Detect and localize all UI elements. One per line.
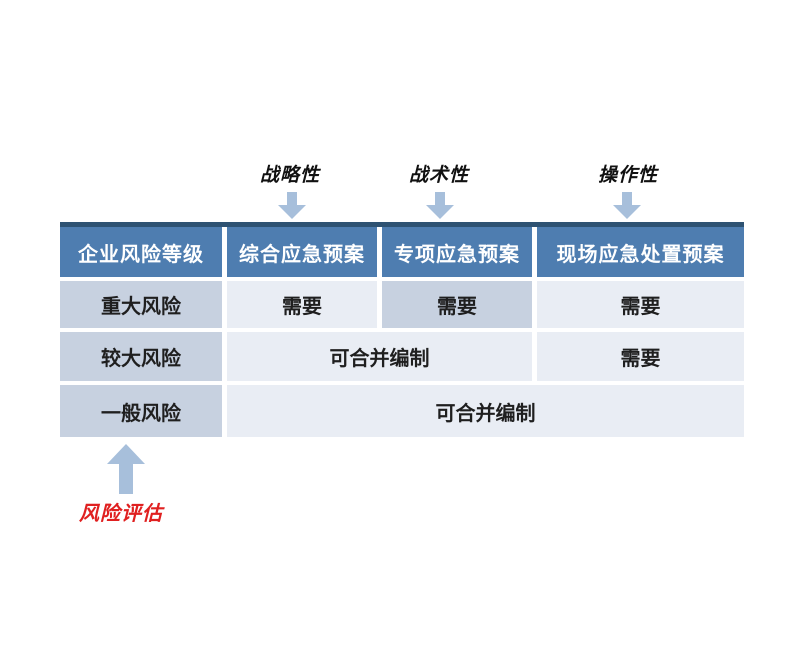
label-risk-assessment: 风险评估 xyxy=(79,501,163,525)
header-cell-comprehensive-plan: 综合应急预案 xyxy=(227,227,377,277)
table-cell-merged: 可合并编制 xyxy=(227,385,744,437)
table-cell-merged: 可合并编制 xyxy=(227,332,532,381)
level-cell-general-risk: 一般风险 xyxy=(60,385,222,437)
level-cell-larger-risk: 较大风险 xyxy=(60,332,222,381)
label-operational: 操作性 xyxy=(597,164,659,186)
table-cell: 需要 xyxy=(537,281,744,328)
table-cell: 需要 xyxy=(537,332,744,381)
table-cell-highlighted: 需要 xyxy=(382,281,532,328)
header-cell-special-plan: 专项应急预案 xyxy=(382,227,532,277)
down-arrow-icon xyxy=(613,192,641,224)
label-tactical: 战术性 xyxy=(408,164,470,186)
label-strategic: 战略性 xyxy=(259,164,321,186)
header-cell-risk-level: 企业风险等级 xyxy=(60,227,222,277)
risk-plan-table: 企业风险等级 综合应急预案 专项应急预案 现场应急处置预案 重大风险 需要 需要… xyxy=(60,222,744,437)
level-cell-major-risk: 重大风险 xyxy=(60,281,222,328)
header-cell-onsite-plan: 现场应急处置预案 xyxy=(537,227,744,277)
up-arrow-icon xyxy=(107,444,145,499)
down-arrow-icon xyxy=(278,192,306,224)
table-cell: 需要 xyxy=(227,281,377,328)
down-arrow-icon xyxy=(426,192,454,224)
